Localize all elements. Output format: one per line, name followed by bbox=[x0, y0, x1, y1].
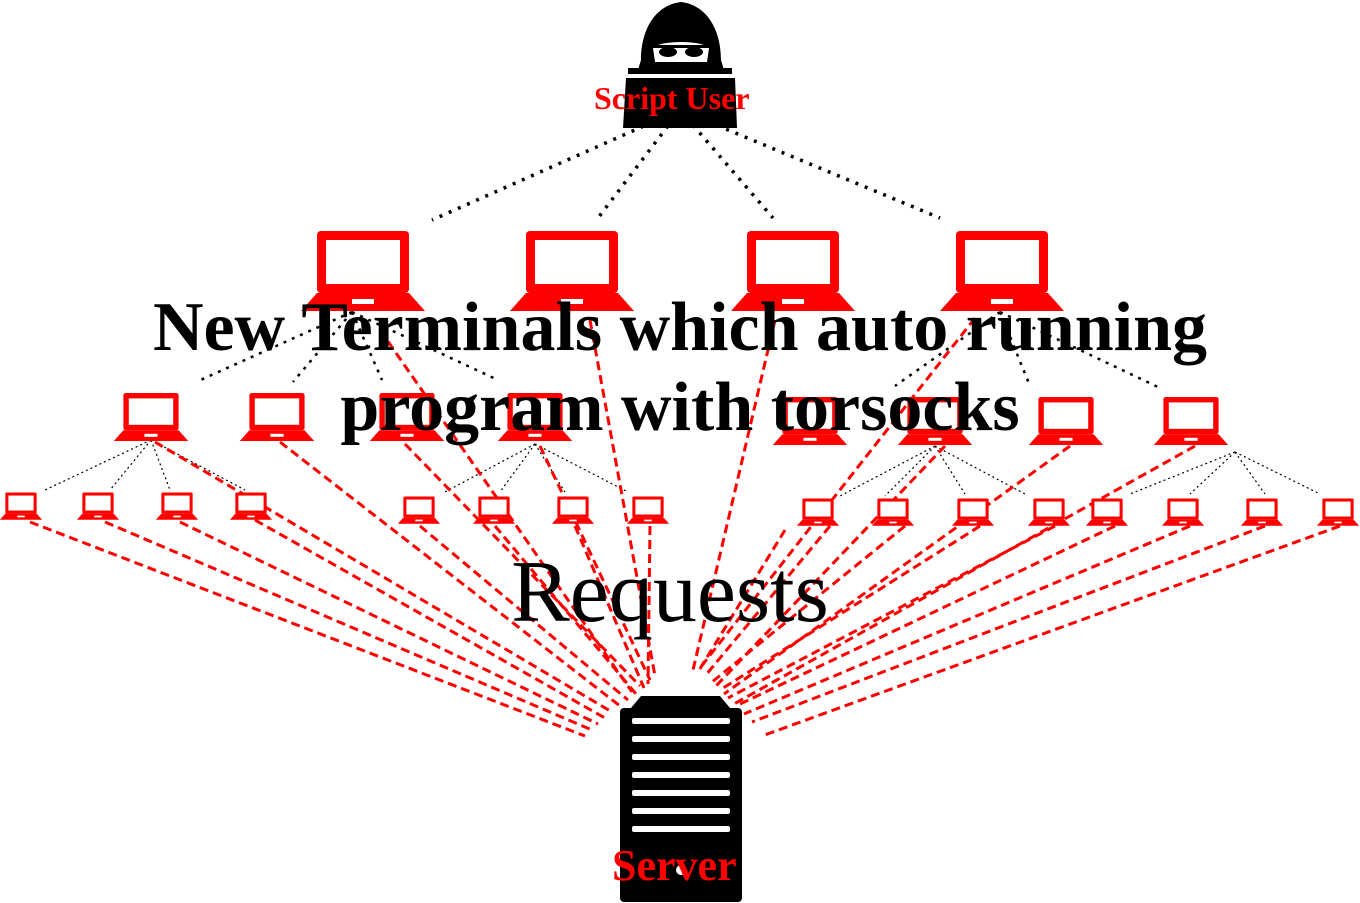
request-line bbox=[254, 518, 606, 720]
request-line bbox=[727, 524, 1056, 700]
dotted-link-terminal bbox=[894, 310, 1001, 388]
laptop-icon bbox=[796, 498, 840, 526]
request-line bbox=[646, 525, 652, 685]
request-line bbox=[378, 329, 634, 693]
laptop-icon bbox=[229, 492, 273, 520]
request-line bbox=[29, 520, 586, 738]
laptop-icon bbox=[871, 498, 915, 526]
title-line-2: program with torsocks bbox=[340, 369, 1020, 446]
dotted-link-terminal bbox=[1234, 451, 1266, 495]
laptop-icon bbox=[1316, 498, 1360, 526]
request-line bbox=[698, 317, 977, 669]
request-line bbox=[733, 444, 1196, 706]
request-line bbox=[703, 525, 832, 677]
dotted-link-user-terminal bbox=[678, 108, 775, 220]
laptop-icon bbox=[1085, 498, 1129, 526]
request-line bbox=[719, 524, 981, 692]
dotted-link-terminal bbox=[1129, 451, 1236, 495]
diagram-title: New Terminals which auto running program… bbox=[80, 288, 1280, 448]
request-line bbox=[279, 440, 621, 708]
request-line bbox=[538, 445, 652, 681]
dotted-link-user-terminal bbox=[679, 108, 941, 220]
dotted-link-terminal bbox=[292, 311, 353, 383]
dotted-link-terminal bbox=[1189, 451, 1236, 495]
dotted-link-terminal bbox=[1234, 451, 1321, 495]
request-line bbox=[761, 524, 1341, 738]
dotted-link-terminal bbox=[350, 311, 384, 381]
laptop-icon bbox=[155, 492, 199, 520]
dotted-link-terminal bbox=[934, 445, 966, 495]
requests-label: Requests bbox=[511, 544, 829, 641]
dotted-link-terminal bbox=[444, 443, 536, 493]
request-line bbox=[104, 520, 593, 732]
request-line bbox=[419, 524, 629, 702]
laptop-icon bbox=[951, 498, 995, 526]
request-line bbox=[179, 520, 599, 726]
server-label: Server bbox=[612, 841, 737, 890]
laptop-icon bbox=[1240, 498, 1284, 526]
request-line bbox=[751, 524, 1266, 724]
request-lines bbox=[29, 317, 1341, 738]
laptop-icon bbox=[397, 496, 441, 524]
hacker-icon bbox=[623, 2, 737, 128]
laptop-icon bbox=[551, 496, 595, 524]
request-line bbox=[723, 444, 1071, 696]
laptop-icon bbox=[472, 496, 516, 524]
dotted-link-terminal bbox=[934, 445, 1026, 495]
request-line bbox=[691, 319, 777, 671]
dotted-link-terminal bbox=[999, 310, 1161, 390]
request-line bbox=[154, 440, 613, 714]
dotted-link-terminal bbox=[499, 443, 536, 493]
dotted-link-terminal bbox=[109, 439, 152, 491]
laptop-icon bbox=[626, 496, 670, 524]
server-tower-icon bbox=[620, 696, 742, 902]
request-line bbox=[588, 319, 657, 677]
dotted-link-terminal bbox=[150, 439, 171, 491]
laptop-icon bbox=[1161, 498, 1205, 526]
laptop-icon bbox=[0, 492, 43, 520]
script-user-label: Script User bbox=[594, 80, 750, 116]
request-line bbox=[743, 524, 1191, 716]
laptop-icon bbox=[76, 492, 120, 520]
title-line-1: New Terminals which auto running bbox=[152, 289, 1208, 366]
request-line bbox=[573, 525, 646, 689]
laptop-icon bbox=[1027, 498, 1071, 526]
dotted-link-terminal bbox=[195, 310, 353, 384]
dotted-link-terminal bbox=[884, 445, 936, 497]
